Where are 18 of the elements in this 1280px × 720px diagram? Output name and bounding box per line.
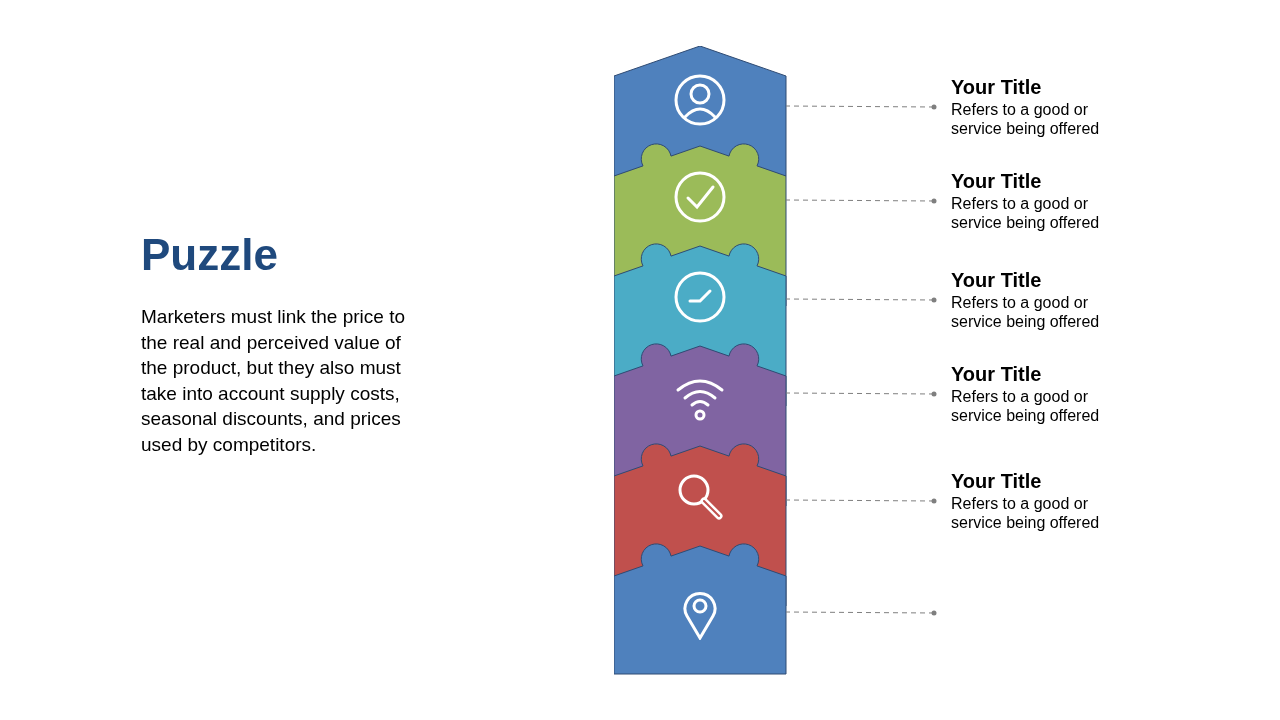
leader-line: [785, 610, 937, 616]
leader-line: [785, 104, 937, 110]
item-description: Refers to a good or service being offered: [951, 387, 1101, 425]
item-heading: Your Title: [951, 469, 1043, 494]
item-description: Refers to a good or service being offered: [951, 100, 1101, 138]
item-description: Refers to a good or service being offered: [951, 194, 1101, 232]
item-heading: Your Title: [951, 362, 1043, 387]
item-heading: Your Title: [951, 268, 1043, 293]
item-heading: Your Title: [951, 169, 1043, 194]
leader-line: [785, 498, 937, 504]
leader-line: [785, 391, 937, 397]
item-description: Refers to a good or service being offered: [951, 293, 1101, 331]
item-description: Refers to a good or service being offered: [951, 494, 1101, 532]
slide-title: Puzzle: [141, 230, 278, 280]
description-paragraph: Marketers must link the price to the real and perceived value of the product, but they also must take into account supply costs, seasonal discounts, and prices used by competitors.: [141, 305, 406, 457]
item-heading: Your Title: [951, 75, 1043, 100]
leader-line: [785, 297, 937, 303]
leader-line: [785, 198, 937, 204]
